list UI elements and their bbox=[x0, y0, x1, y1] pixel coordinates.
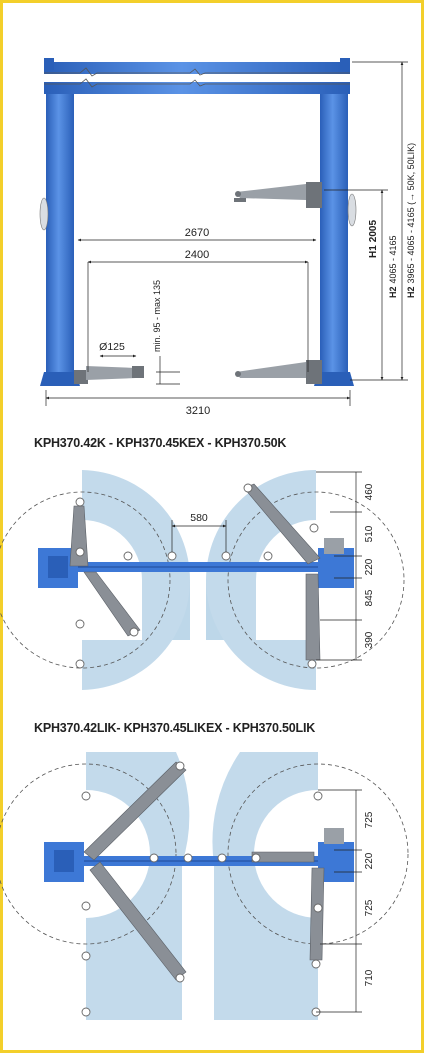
arm-left-lower bbox=[83, 571, 141, 637]
dim-725-top-label: 725 bbox=[364, 811, 375, 828]
raised-arm bbox=[234, 182, 322, 208]
right-post-base bbox=[318, 548, 354, 588]
dim-580-label: 580 bbox=[190, 512, 208, 524]
dim-pad-diameter-label: Ø125 bbox=[99, 341, 125, 353]
dim-390-label: 390 bbox=[364, 631, 375, 648]
dim-725-bottom-label: 725 bbox=[364, 899, 375, 916]
dim-220-label: 220 bbox=[364, 558, 375, 575]
caption-lik-models: KPH370.42LIK- KPH370.45LIKEX - KPH370.50… bbox=[34, 721, 316, 735]
dim-460-label: 460 bbox=[364, 483, 375, 500]
dim-845-label: 845 bbox=[364, 589, 375, 606]
h2-dimension-extended: H23965 - 4065 - 4165 (→ 50K, 50LIK) bbox=[406, 143, 416, 298]
dim-3210-label: 3210 bbox=[186, 405, 210, 417]
plan-view-k: 580 460 510 220 845 390 bbox=[0, 470, 405, 690]
left-lower-arm bbox=[86, 366, 144, 380]
dim-220-label-lik: 220 bbox=[364, 852, 375, 869]
dim-min-max-label: min. 95 - max 135 bbox=[152, 280, 162, 352]
right-column bbox=[314, 94, 357, 386]
arm-left-lower-lik bbox=[89, 861, 187, 981]
elevation-dimensions bbox=[45, 61, 408, 406]
dim-510-label: 510 bbox=[364, 525, 375, 542]
dim-2400-label: 2400 bbox=[185, 249, 209, 261]
h1-dimension: H12005 bbox=[368, 220, 379, 258]
plan-view-lik: 725 220 725 710 bbox=[0, 752, 409, 1020]
dim-710-label: 710 bbox=[364, 969, 375, 986]
dim-2670-label: 2670 bbox=[185, 227, 209, 239]
arm-right-lower bbox=[305, 573, 321, 661]
arm-right-lower-lik bbox=[309, 867, 325, 961]
h2-dimension: H24065 - 4165 bbox=[388, 235, 398, 298]
arm-right-upper-lik bbox=[251, 851, 315, 863]
caption-k-models: KPH370.42K - KPH370.45KEX - KPH370.50K bbox=[34, 436, 287, 450]
elevation-view: 2670 2400 3210 Ø125 min. 95 - max 135 H1… bbox=[39, 58, 416, 417]
right-lower-arm bbox=[235, 360, 322, 384]
top-crossbeam bbox=[40, 58, 352, 94]
left-column bbox=[39, 94, 88, 386]
